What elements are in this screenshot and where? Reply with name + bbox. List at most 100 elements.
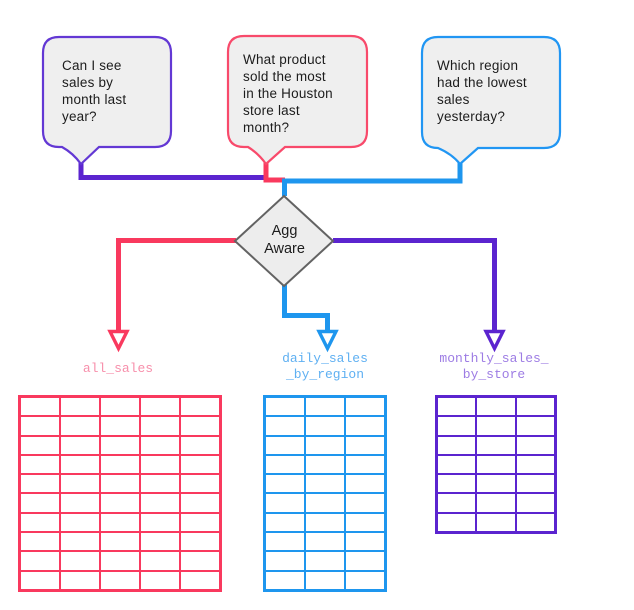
arrowhead-purple <box>483 329 506 353</box>
table-cell <box>438 436 476 454</box>
table-cell <box>477 436 515 454</box>
table-cell <box>306 571 344 589</box>
table-cell <box>346 455 384 474</box>
table-cell <box>21 552 59 570</box>
table-cell <box>61 475 99 493</box>
table-cell <box>141 494 179 512</box>
table-cell <box>61 552 99 570</box>
table-cell <box>477 494 515 512</box>
table-cell <box>141 533 179 551</box>
table-cell <box>21 436 59 454</box>
table-cell <box>61 533 99 551</box>
arrow-to-all-sales <box>107 238 236 353</box>
table-cell <box>61 398 99 416</box>
table-cell <box>141 513 179 532</box>
table-cell <box>181 417 219 435</box>
table-cell <box>438 417 476 435</box>
table-cell <box>21 475 59 493</box>
table-cell <box>438 455 476 474</box>
table-cell <box>306 494 344 512</box>
table-cell <box>61 455 99 474</box>
table-cell <box>181 436 219 454</box>
table-cell <box>477 475 515 493</box>
table-cell <box>266 436 304 454</box>
table-cell <box>266 513 304 532</box>
table-cell <box>101 513 139 532</box>
table-daily-sales-by-region <box>263 395 387 592</box>
table-all-sales <box>18 395 222 592</box>
table-cell <box>21 571 59 589</box>
table-cell <box>306 533 344 551</box>
table-cell <box>101 475 139 493</box>
table-cell <box>477 398 515 416</box>
table-cell <box>477 417 515 435</box>
table-cell <box>181 513 219 532</box>
table-cell <box>181 475 219 493</box>
table-cell <box>516 436 554 454</box>
table-cell <box>438 513 476 531</box>
table-cell <box>266 494 304 512</box>
decision-diamond-label: Agg Aware <box>264 223 305 257</box>
table-cell <box>346 494 384 512</box>
table-cell <box>141 455 179 474</box>
table-cell <box>266 455 304 474</box>
question-2-text: What product sold the most in the Housto… <box>243 52 333 135</box>
table-cell <box>181 571 219 589</box>
table-cell <box>181 494 219 512</box>
table-cell <box>61 494 99 512</box>
speech-bubble-3-shape <box>420 35 562 166</box>
table-cell <box>516 475 554 493</box>
table-cell <box>61 417 99 435</box>
table-cell <box>346 552 384 570</box>
table-cell <box>101 436 139 454</box>
table-cell <box>181 398 219 416</box>
arrow-to-daily-sales <box>282 282 339 353</box>
table-cell <box>477 455 515 474</box>
table-cell <box>21 533 59 551</box>
table-cell <box>516 494 554 512</box>
connector-question3-blue <box>282 156 463 196</box>
table-cell <box>306 398 344 416</box>
table-cell <box>306 417 344 435</box>
table-cell <box>141 417 179 435</box>
table-cell <box>306 513 344 532</box>
table-cell <box>266 571 304 589</box>
table-monthly-sales-by-store <box>435 395 557 534</box>
connector-question1-purple <box>78 158 266 180</box>
table-cell <box>306 436 344 454</box>
arrow-to-monthly-sales <box>333 238 506 353</box>
table-cell <box>266 417 304 435</box>
arrowhead-blue <box>316 329 339 353</box>
table-cell <box>438 494 476 512</box>
table-cell <box>346 436 384 454</box>
table-cell <box>306 552 344 570</box>
table-cell <box>101 533 139 551</box>
table-cell <box>61 436 99 454</box>
table-cell <box>21 455 59 474</box>
table-cell <box>101 571 139 589</box>
table-cell <box>181 552 219 570</box>
question-1-text: Can I see sales by month last year? <box>62 58 127 124</box>
speech-bubble-2-shape <box>226 34 369 166</box>
table-label-daily-sales-by-region: daily_sales _by_region <box>282 351 368 382</box>
table-cell <box>516 513 554 531</box>
table-cell <box>141 475 179 493</box>
table-cell <box>101 417 139 435</box>
table-label-monthly-sales-by-store: monthly_sales_ by_store <box>439 351 549 382</box>
table-cell <box>101 455 139 474</box>
table-cell <box>346 398 384 416</box>
table-cell <box>21 398 59 416</box>
table-cell <box>141 552 179 570</box>
table-cell <box>101 552 139 570</box>
table-cell <box>21 417 59 435</box>
table-cell <box>306 475 344 493</box>
table-cell <box>141 436 179 454</box>
table-cell <box>438 475 476 493</box>
table-cell <box>306 455 344 474</box>
table-cell <box>61 571 99 589</box>
table-cell <box>21 513 59 532</box>
table-cell <box>141 398 179 416</box>
table-cell <box>346 417 384 435</box>
